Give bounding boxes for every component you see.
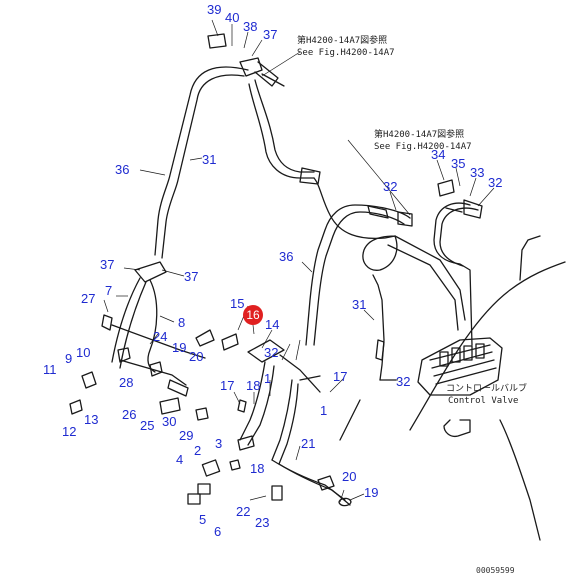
part-callout-2[interactable]: 2	[194, 443, 202, 458]
part-callout-35[interactable]: 35	[451, 156, 466, 171]
part-callout-24[interactable]: 24	[153, 329, 168, 344]
part-callout-28[interactable]: 28	[119, 375, 134, 390]
reference-note-top-jp: 第H4200-14A7図参照	[297, 36, 388, 46]
part-callout-23[interactable]: 23	[255, 515, 270, 530]
highlighted-part-16[interactable]: 16	[243, 305, 263, 325]
part-callout-1[interactable]: 1	[320, 403, 328, 418]
part-callout-6[interactable]: 6	[214, 524, 222, 539]
part-callout-9[interactable]: 9	[65, 351, 73, 366]
part-callout-33[interactable]: 33	[470, 165, 485, 180]
hose-36-left	[154, 66, 249, 256]
part-callout-32[interactable]: 32	[383, 179, 398, 194]
part-callout-31[interactable]: 31	[352, 297, 367, 312]
part-callout-11[interactable]: 11	[43, 362, 57, 377]
part-callout-31[interactable]: 31	[202, 152, 217, 167]
hose-31-left	[161, 74, 245, 259]
part-callout-18[interactable]: 18	[250, 461, 265, 476]
part-callout-12[interactable]: 12	[62, 424, 77, 439]
part-callout-15[interactable]: 15	[230, 296, 245, 311]
part-callout-36[interactable]: 36	[115, 162, 130, 177]
part-callout-32[interactable]: 32	[488, 175, 503, 190]
part-callout-8[interactable]: 8	[178, 315, 186, 330]
part-callout-27[interactable]: 27	[81, 291, 96, 306]
part-callout-21[interactable]: 21	[301, 436, 316, 451]
part-callout-17[interactable]: 17	[333, 369, 348, 384]
part-callout-39[interactable]: 39	[207, 2, 222, 17]
part-callout-38[interactable]: 38	[243, 19, 258, 34]
control-valve-label-jp: コントロールバルブ	[446, 384, 528, 394]
part-callout-20[interactable]: 20	[342, 469, 357, 484]
reference-note-right-jp: 第H4200-14A7図参照	[374, 130, 465, 140]
part-callout-19[interactable]: 19	[364, 485, 379, 500]
part-callout-37[interactable]: 37	[184, 269, 199, 284]
control-valve-label-en: Control Valve	[448, 396, 519, 406]
reference-note-right-en: See Fig.H4200-14A7	[374, 142, 472, 152]
part-callout-20[interactable]: 20	[189, 349, 204, 364]
part-callout-32[interactable]: 32	[264, 345, 279, 360]
part-callout-10[interactable]: 10	[76, 345, 91, 360]
part-callout-25[interactable]: 25	[140, 418, 155, 433]
part-callout-32[interactable]: 32	[396, 374, 411, 389]
part-callout-34[interactable]: 34	[431, 147, 446, 162]
part-callout-37[interactable]: 37	[263, 27, 278, 42]
part-callout-18[interactable]: 18	[246, 378, 261, 393]
part-callout-40[interactable]: 40	[225, 10, 240, 25]
drawing-serial-number: 00059599	[476, 566, 515, 575]
part-callout-14[interactable]: 14	[265, 317, 280, 332]
part-callout-13[interactable]: 13	[84, 412, 99, 427]
part-callout-5[interactable]: 5	[199, 512, 207, 527]
reference-note-top-en: See Fig.H4200-14A7	[297, 48, 395, 58]
part-callout-3[interactable]: 3	[215, 436, 223, 451]
part-callout-1[interactable]: 1	[264, 371, 272, 386]
part-callout-22[interactable]: 22	[236, 504, 251, 519]
part-callout-36[interactable]: 36	[279, 249, 294, 264]
part-callout-30[interactable]: 30	[162, 414, 177, 429]
part-callout-37[interactable]: 37	[100, 257, 115, 272]
part-callout-19[interactable]: 19	[172, 340, 187, 355]
part-callout-26[interactable]: 26	[122, 407, 137, 422]
part-callout-17[interactable]: 17	[220, 378, 235, 393]
part-callout-4[interactable]: 4	[176, 452, 184, 467]
part-callout-29[interactable]: 29	[179, 428, 194, 443]
part-callout-7[interactable]: 7	[105, 283, 113, 298]
